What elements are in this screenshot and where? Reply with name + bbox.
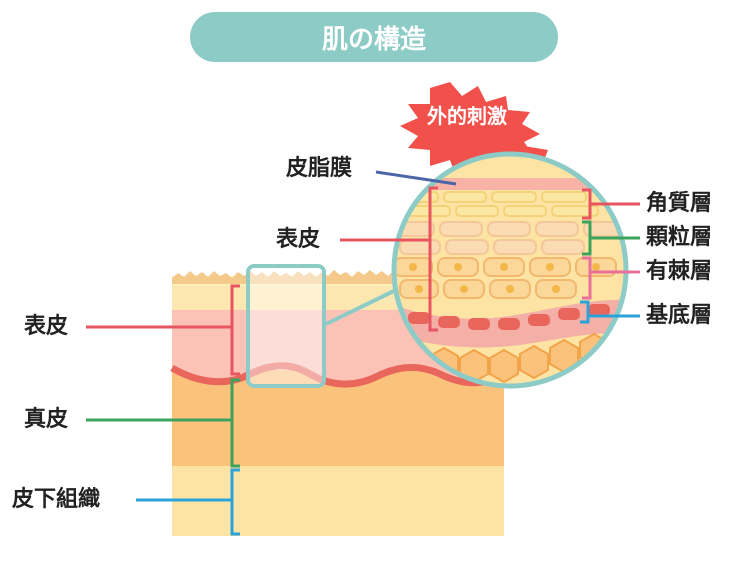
granulosum-bracket bbox=[582, 220, 640, 256]
sebum-film-pointer bbox=[375, 170, 457, 186]
label-stratum-basale: 基底層 bbox=[646, 303, 713, 328]
basale-bracket bbox=[580, 300, 640, 324]
label-stratum-spinosum: 有棘層 bbox=[646, 259, 713, 284]
title-pill: 肌の構造 bbox=[190, 12, 558, 62]
corneum-bracket bbox=[582, 188, 640, 220]
label-epidermis: 表皮 bbox=[24, 314, 69, 339]
epidermis-bracket bbox=[86, 284, 240, 376]
granular-cells bbox=[394, 221, 625, 255]
dermis-bracket bbox=[86, 378, 240, 468]
label-stratum-granulosum: 顆粒層 bbox=[646, 225, 713, 250]
zoom-epidermis-bracket bbox=[340, 186, 438, 332]
label-dermis: 真皮 bbox=[24, 407, 69, 432]
label-subcutaneous: 皮下組織 bbox=[12, 487, 101, 512]
label-stratum-corneum: 角質層 bbox=[646, 191, 713, 216]
spinosum-bracket bbox=[582, 256, 640, 300]
page-title: 肌の構造 bbox=[321, 24, 426, 55]
burst-label: 外的刺激 bbox=[427, 104, 507, 128]
zoom-box bbox=[246, 264, 397, 388]
corneum-cells bbox=[397, 191, 599, 217]
subcutaneous-bracket bbox=[136, 468, 240, 536]
magnified-circle-frame bbox=[391, 151, 629, 389]
label-sebum-film: 皮脂膜 bbox=[286, 156, 353, 181]
basal-cells bbox=[408, 304, 610, 330]
spinous-nuclei bbox=[409, 263, 600, 293]
label-zoom-epidermis: 表皮 bbox=[276, 227, 321, 252]
